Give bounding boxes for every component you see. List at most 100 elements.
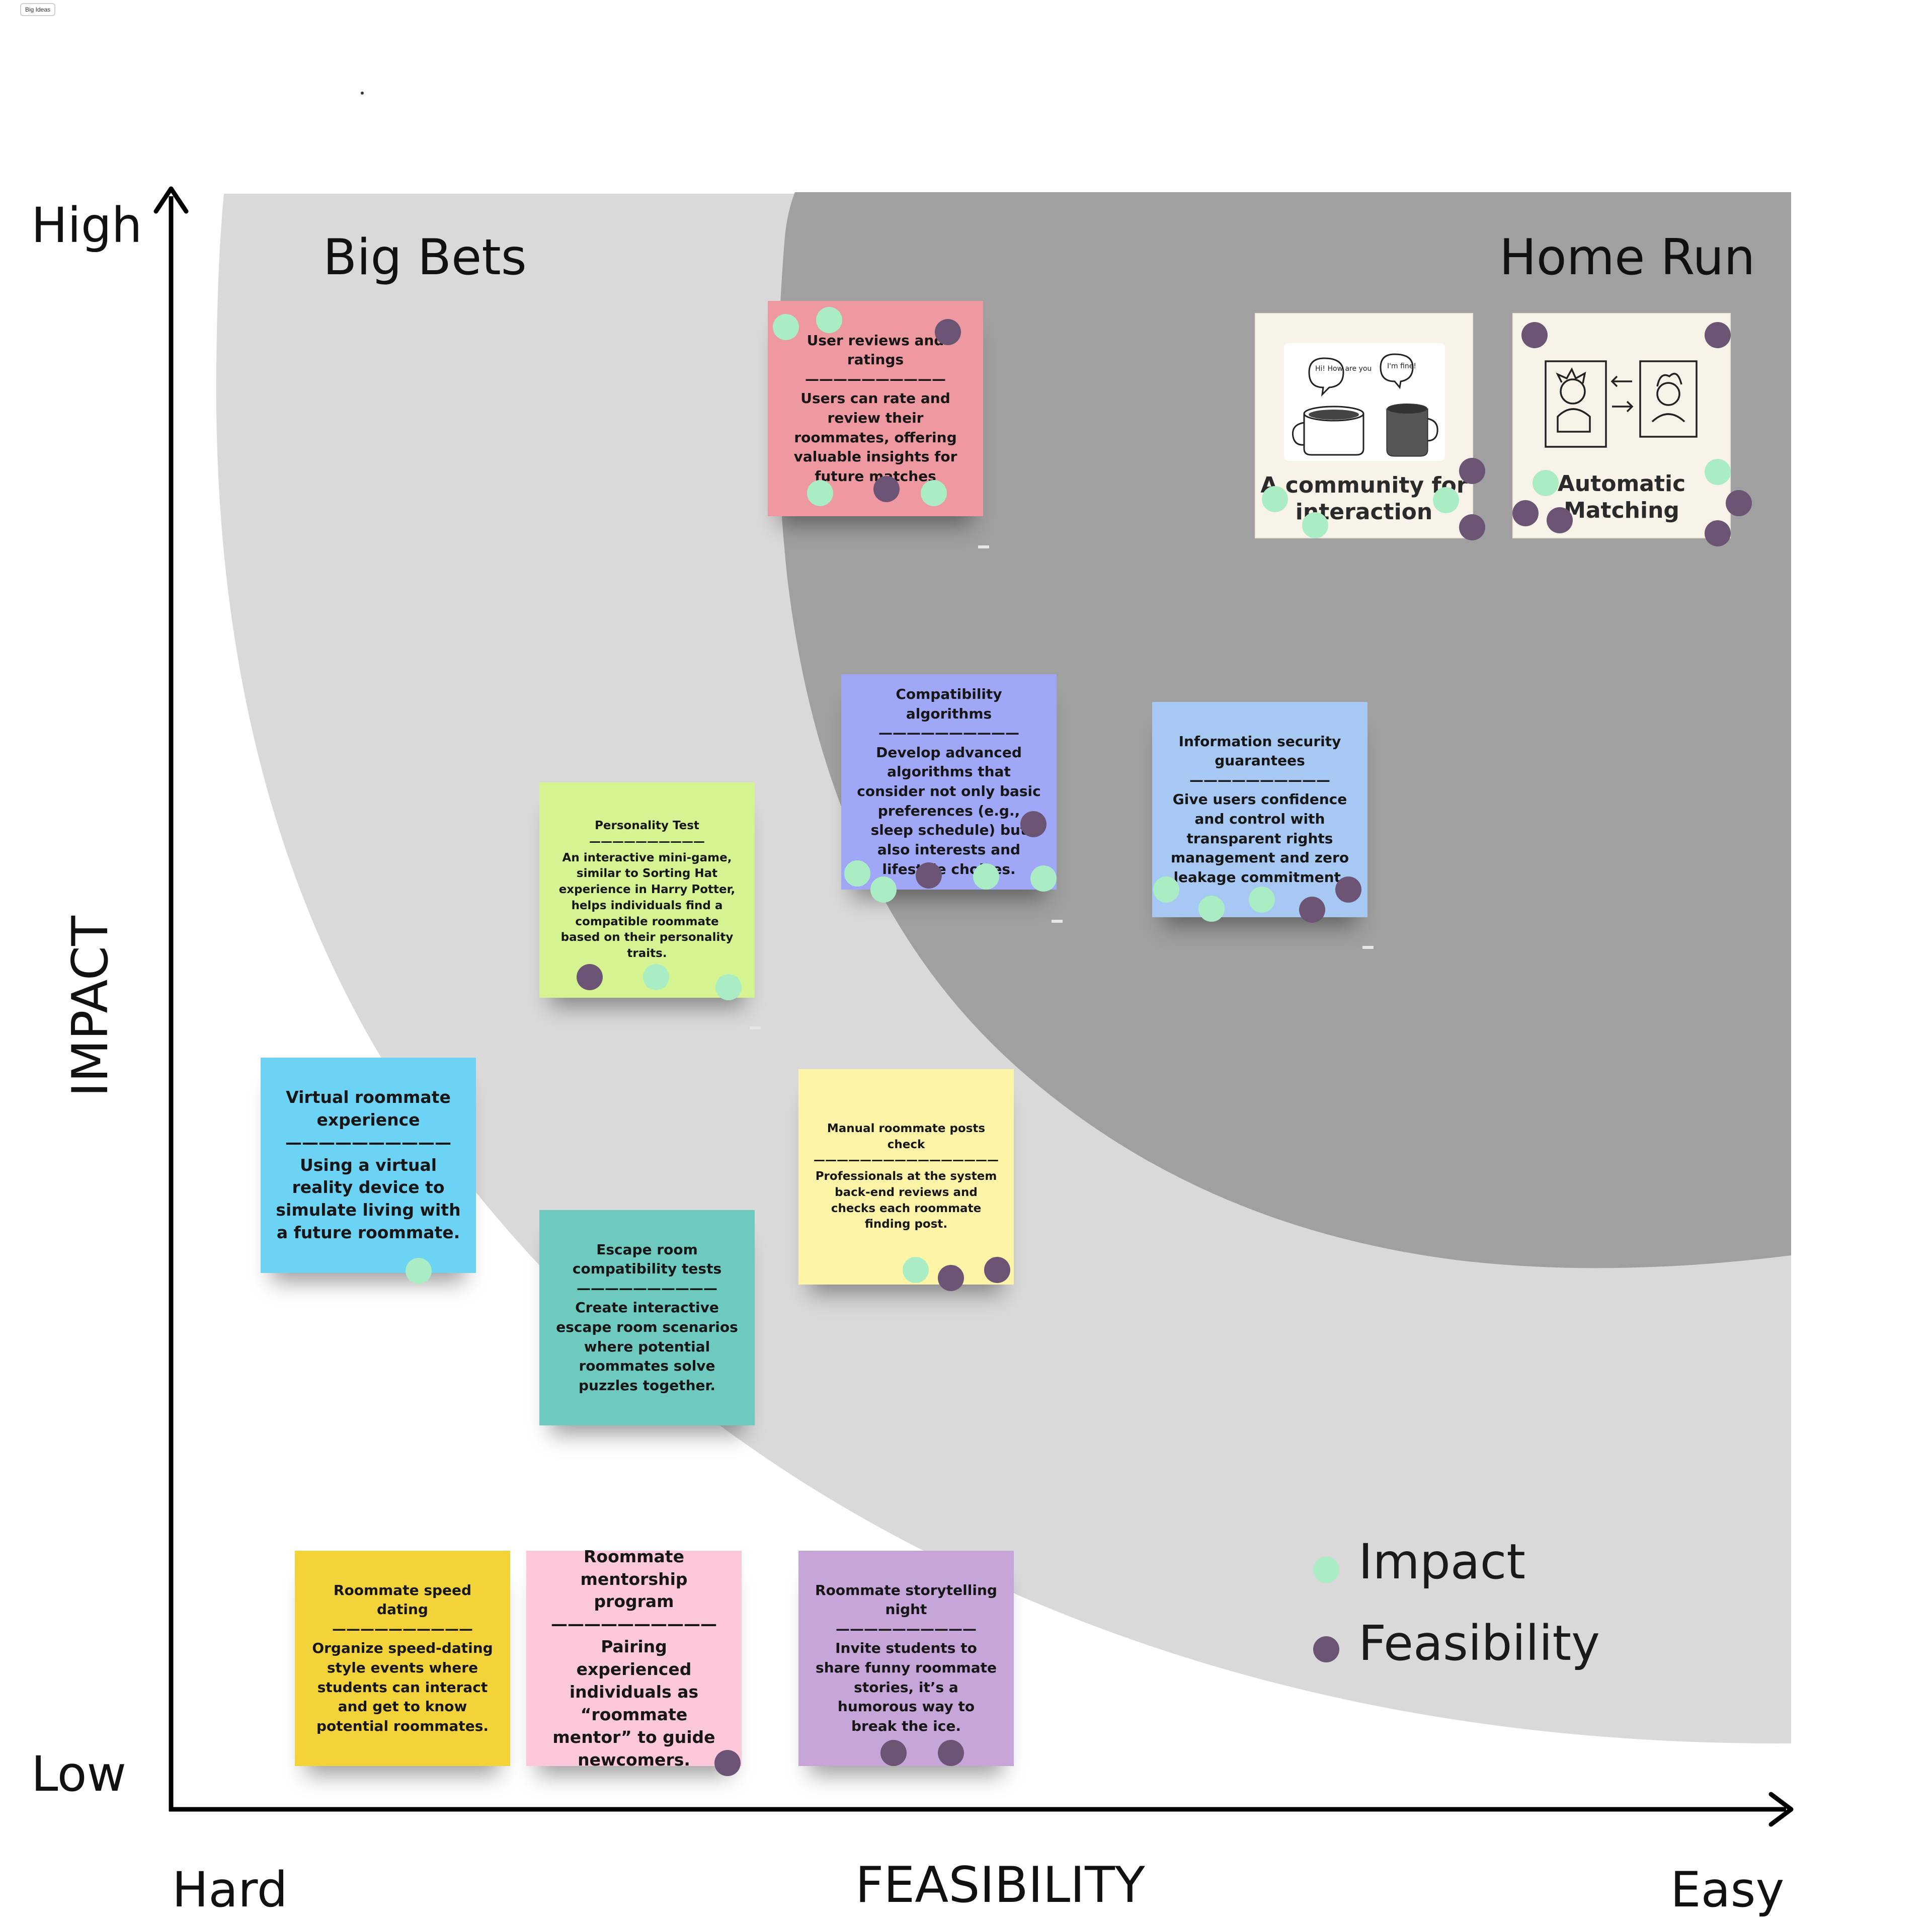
note-handle: [1052, 920, 1063, 923]
impact-vote-dot[interactable]: [1433, 487, 1459, 513]
impact-vote-dot[interactable]: [921, 480, 947, 506]
stray-dot: [361, 92, 364, 95]
note-personality-test[interactable]: Personality Test —————————— An interacti…: [539, 782, 755, 998]
card-title: Automatic Matching: [1557, 471, 1686, 523]
legend-feasibility-dot: [1313, 1636, 1339, 1662]
x-axis-title: FEASIBILITY: [855, 1857, 1145, 1914]
note-storytelling[interactable]: Roommate storytelling night —————————— I…: [798, 1551, 1014, 1766]
note-title: Compatibility algorithms: [896, 685, 1002, 722]
note-title: Roommate speed dating: [333, 1581, 472, 1618]
note-body: Pairing experienced individuals as “room…: [552, 1637, 715, 1770]
feasibility-vote-dot[interactable]: [1335, 876, 1361, 903]
legend-impact-label: Impact: [1358, 1534, 1526, 1590]
feasibility-vote-dot[interactable]: [1521, 322, 1548, 348]
feasibility-vote-dot[interactable]: [1459, 514, 1485, 540]
feasibility-vote-dot[interactable]: [1512, 500, 1539, 526]
note-body: Create interactive escape room scenarios…: [556, 1299, 738, 1394]
feasibility-vote-dot[interactable]: [935, 319, 961, 345]
feasibility-vote-dot[interactable]: [873, 476, 900, 502]
matching-sketch-image: [1545, 360, 1698, 448]
impact-vote-dot[interactable]: [1249, 887, 1275, 913]
note-body: Professionals at the system back-end rev…: [815, 1170, 997, 1231]
note-mentorship[interactable]: Roommate mentorship program —————————— P…: [526, 1547, 742, 1770]
impact-vote-dot[interactable]: [973, 863, 999, 890]
frame-label[interactable]: Big Ideas: [20, 3, 56, 16]
note-body: An interactive mini-game, similar to Sor…: [558, 851, 736, 961]
impact-vote-dot[interactable]: [1302, 512, 1328, 538]
feasibility-vote-dot[interactable]: [1547, 507, 1573, 533]
note-body: Invite students to share funny roommate …: [816, 1640, 997, 1734]
impact-vote-dot[interactable]: [1030, 865, 1057, 892]
y-axis-title: IMPACT: [62, 916, 119, 1097]
impact-vote-dot[interactable]: [643, 964, 669, 990]
note-title: Personality Test: [595, 819, 699, 833]
impact-vote-dot[interactable]: [715, 974, 742, 1000]
impact-vote-dot[interactable]: [844, 860, 870, 887]
impact-vote-dot[interactable]: [903, 1257, 929, 1283]
bubble-right-text: I'm fine!: [1387, 362, 1416, 370]
feasibility-vote-dot[interactable]: [1299, 897, 1325, 923]
feasibility-vote-dot[interactable]: [938, 1265, 964, 1291]
bubble-left-text: Hi! How are you: [1315, 365, 1372, 373]
y-axis-high-label: High: [31, 197, 142, 254]
impact-vote-dot[interactable]: [1153, 876, 1179, 903]
impact-vote-dot[interactable]: [1198, 896, 1225, 922]
note-compatibility-algorithms[interactable]: Compatibility algorithms —————————— Deve…: [841, 674, 1057, 890]
card-title: A community for interaction: [1260, 472, 1468, 525]
feasibility-vote-dot[interactable]: [984, 1257, 1010, 1283]
note-divider: ——————————: [1189, 771, 1330, 788]
note-divider: ——————————: [589, 835, 705, 848]
note-body: Using a virtual reality device to simula…: [276, 1155, 461, 1243]
feasibility-vote-dot[interactable]: [1726, 490, 1752, 516]
note-information-security[interactable]: Information security guarantees ————————…: [1152, 702, 1367, 917]
impact-vote-dot[interactable]: [1705, 459, 1731, 485]
note-body: Develop advanced algorithms that conside…: [857, 744, 1041, 877]
impact-vote-dot[interactable]: [773, 314, 799, 340]
impact-vote-dot[interactable]: [807, 480, 833, 506]
note-divider: ——————————: [285, 1132, 451, 1152]
impact-vote-dot[interactable]: [816, 307, 842, 333]
feasibility-vote-dot[interactable]: [1705, 322, 1731, 348]
note-handle: [750, 1026, 761, 1029]
card-automatic-matching[interactable]: Automatic Matching: [1512, 313, 1731, 538]
feasibility-vote-dot[interactable]: [938, 1740, 964, 1766]
note-divider: ——————————: [878, 725, 1019, 742]
note-divider: ——————————: [805, 370, 946, 387]
note-manual-posts-check[interactable]: Manual roommate posts check ————————————…: [798, 1069, 1014, 1285]
note-title: Information security guarantees: [1178, 733, 1341, 769]
note-divider: ——————————: [836, 1620, 977, 1637]
note-body: Users can rate and review their roommate…: [793, 390, 957, 485]
note-virtual-roommate[interactable]: Virtual roommate experience —————————— U…: [261, 1058, 476, 1273]
feasibility-vote-dot[interactable]: [714, 1750, 741, 1776]
feasibility-vote-dot[interactable]: [1459, 458, 1485, 484]
note-divider: ————————————————: [814, 1154, 999, 1167]
impact-vote-dot[interactable]: [1533, 470, 1559, 496]
feasibility-vote-dot[interactable]: [1705, 520, 1731, 546]
x-axis-arrowhead: [1768, 1792, 1794, 1827]
y-axis-low-label: Low: [31, 1746, 127, 1802]
note-title: Roommate mentorship program: [580, 1546, 688, 1612]
y-axis-arrowhead: [153, 186, 189, 214]
feasibility-vote-dot[interactable]: [577, 964, 603, 990]
note-title: Virtual roommate experience: [286, 1087, 451, 1130]
quadrant-home-run: Home Run: [1499, 229, 1755, 286]
impact-vote-dot[interactable]: [870, 876, 897, 903]
note-handle: [978, 545, 989, 548]
mugs-sketch-image: Hi! How are you I'm fine!: [1284, 343, 1445, 461]
note-speed-dating[interactable]: Roommate speed dating —————————— Organiz…: [295, 1551, 510, 1766]
feasibility-vote-dot[interactable]: [880, 1740, 907, 1766]
legend-impact-dot: [1313, 1557, 1339, 1583]
quadrant-big-bets: Big Bets: [323, 229, 527, 286]
note-divider: ——————————: [577, 1280, 717, 1297]
feasibility-vote-dot[interactable]: [1020, 811, 1046, 837]
note-escape-room[interactable]: Escape room compatibility tests ————————…: [539, 1210, 755, 1425]
impact-vote-dot[interactable]: [1262, 486, 1288, 512]
note-body: Give users confidence and control with t…: [1170, 791, 1349, 886]
feasibility-vote-dot[interactable]: [916, 862, 942, 889]
legend-feasibility-label: Feasibility: [1358, 1615, 1600, 1671]
note-divider: ——————————: [551, 1614, 717, 1634]
impact-vote-dot[interactable]: [406, 1258, 432, 1284]
note-handle: [1362, 946, 1374, 949]
note-title: Roommate storytelling night: [815, 1581, 997, 1618]
note-title: Escape room compatibility tests: [572, 1241, 722, 1277]
